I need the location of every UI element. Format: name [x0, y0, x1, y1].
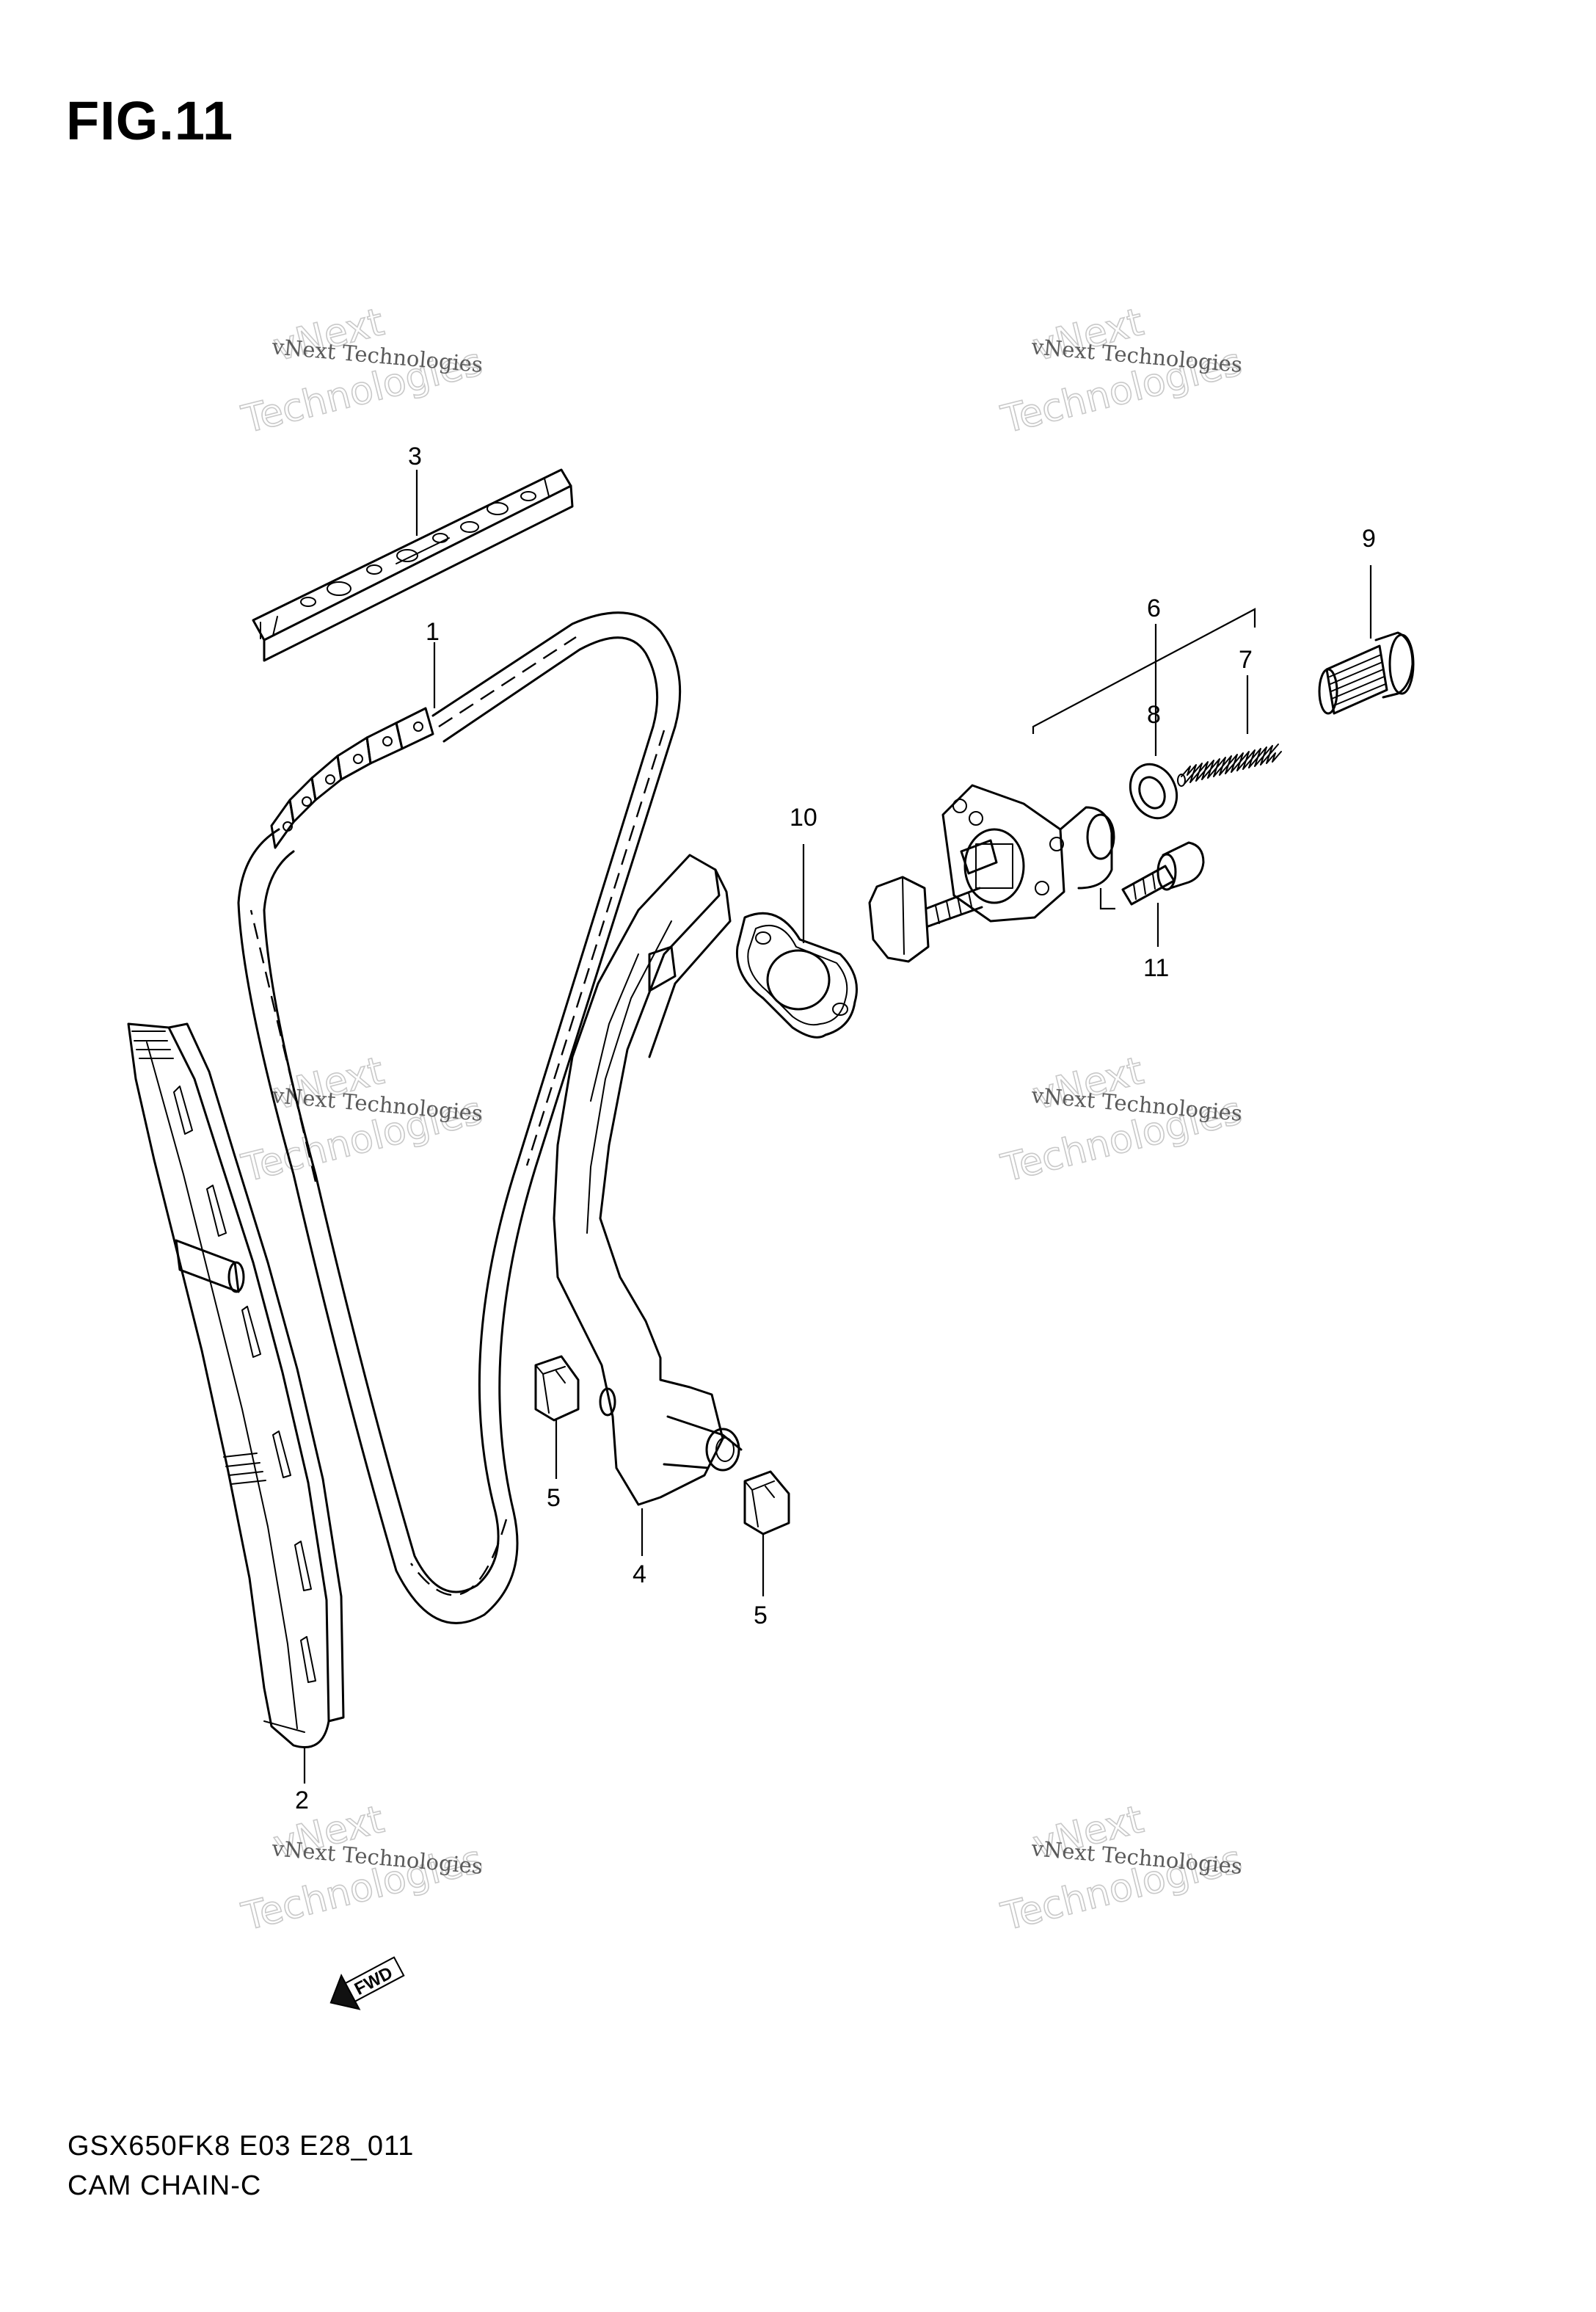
callout-part-4: 4: [633, 1560, 646, 1588]
part-4-tensioner-adjuster-arm: [553, 854, 743, 1506]
callout-part-8: 8: [1147, 701, 1161, 729]
callout-part-3: 3: [408, 443, 422, 470]
callout-part-7: 7: [1239, 646, 1253, 674]
part-1-cam-chain: [237, 611, 682, 1624]
part-6-cam-chain-tensioner: [868, 784, 1115, 963]
callout-part-11: 11: [1143, 954, 1169, 982]
model-code: GSX650FK8 E03 E28_011: [68, 2131, 415, 2162]
diagram-name: CAM CHAIN-C: [68, 2170, 262, 2201]
callout-part-10: 10: [790, 804, 817, 832]
part-9-cap-bolt: [1318, 631, 1415, 715]
part-2-cam-chain-guide: [127, 1022, 345, 1749]
callout-part-6: 6: [1147, 595, 1161, 622]
part-8-washer: [1129, 763, 1178, 820]
part-3-cam-chain-guide-top: [252, 468, 574, 662]
part-5-damper: [743, 1470, 790, 1535]
callout-part-5: 5: [754, 1602, 768, 1629]
part-10-gasket: [735, 912, 858, 1039]
leader-lines: [303, 470, 1372, 1784]
callout-part-1: 1: [426, 618, 440, 646]
figure-title: FIG.11: [66, 90, 234, 151]
fwd-arrow-icon: FWD: [329, 1956, 405, 2010]
callout-part-9: 9: [1362, 525, 1376, 553]
part-11-bolt: [1121, 841, 1205, 906]
part-7-spring: [1177, 744, 1282, 787]
callout-part-5: 5: [547, 1484, 561, 1512]
part-5-damper: [534, 1355, 580, 1422]
callout-part-2: 2: [295, 1786, 309, 1814]
